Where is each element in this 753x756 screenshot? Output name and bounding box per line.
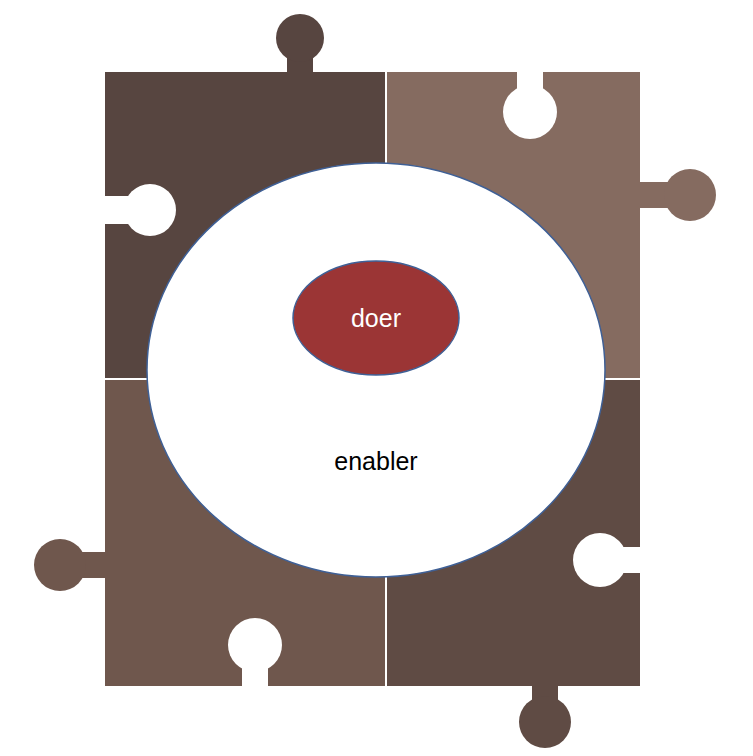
enabler-ellipse: enabler doer: [146, 162, 606, 578]
node-label: doer: [351, 304, 401, 333]
node-label: enabler: [334, 447, 417, 476]
doer-ellipse: doer: [292, 260, 460, 376]
